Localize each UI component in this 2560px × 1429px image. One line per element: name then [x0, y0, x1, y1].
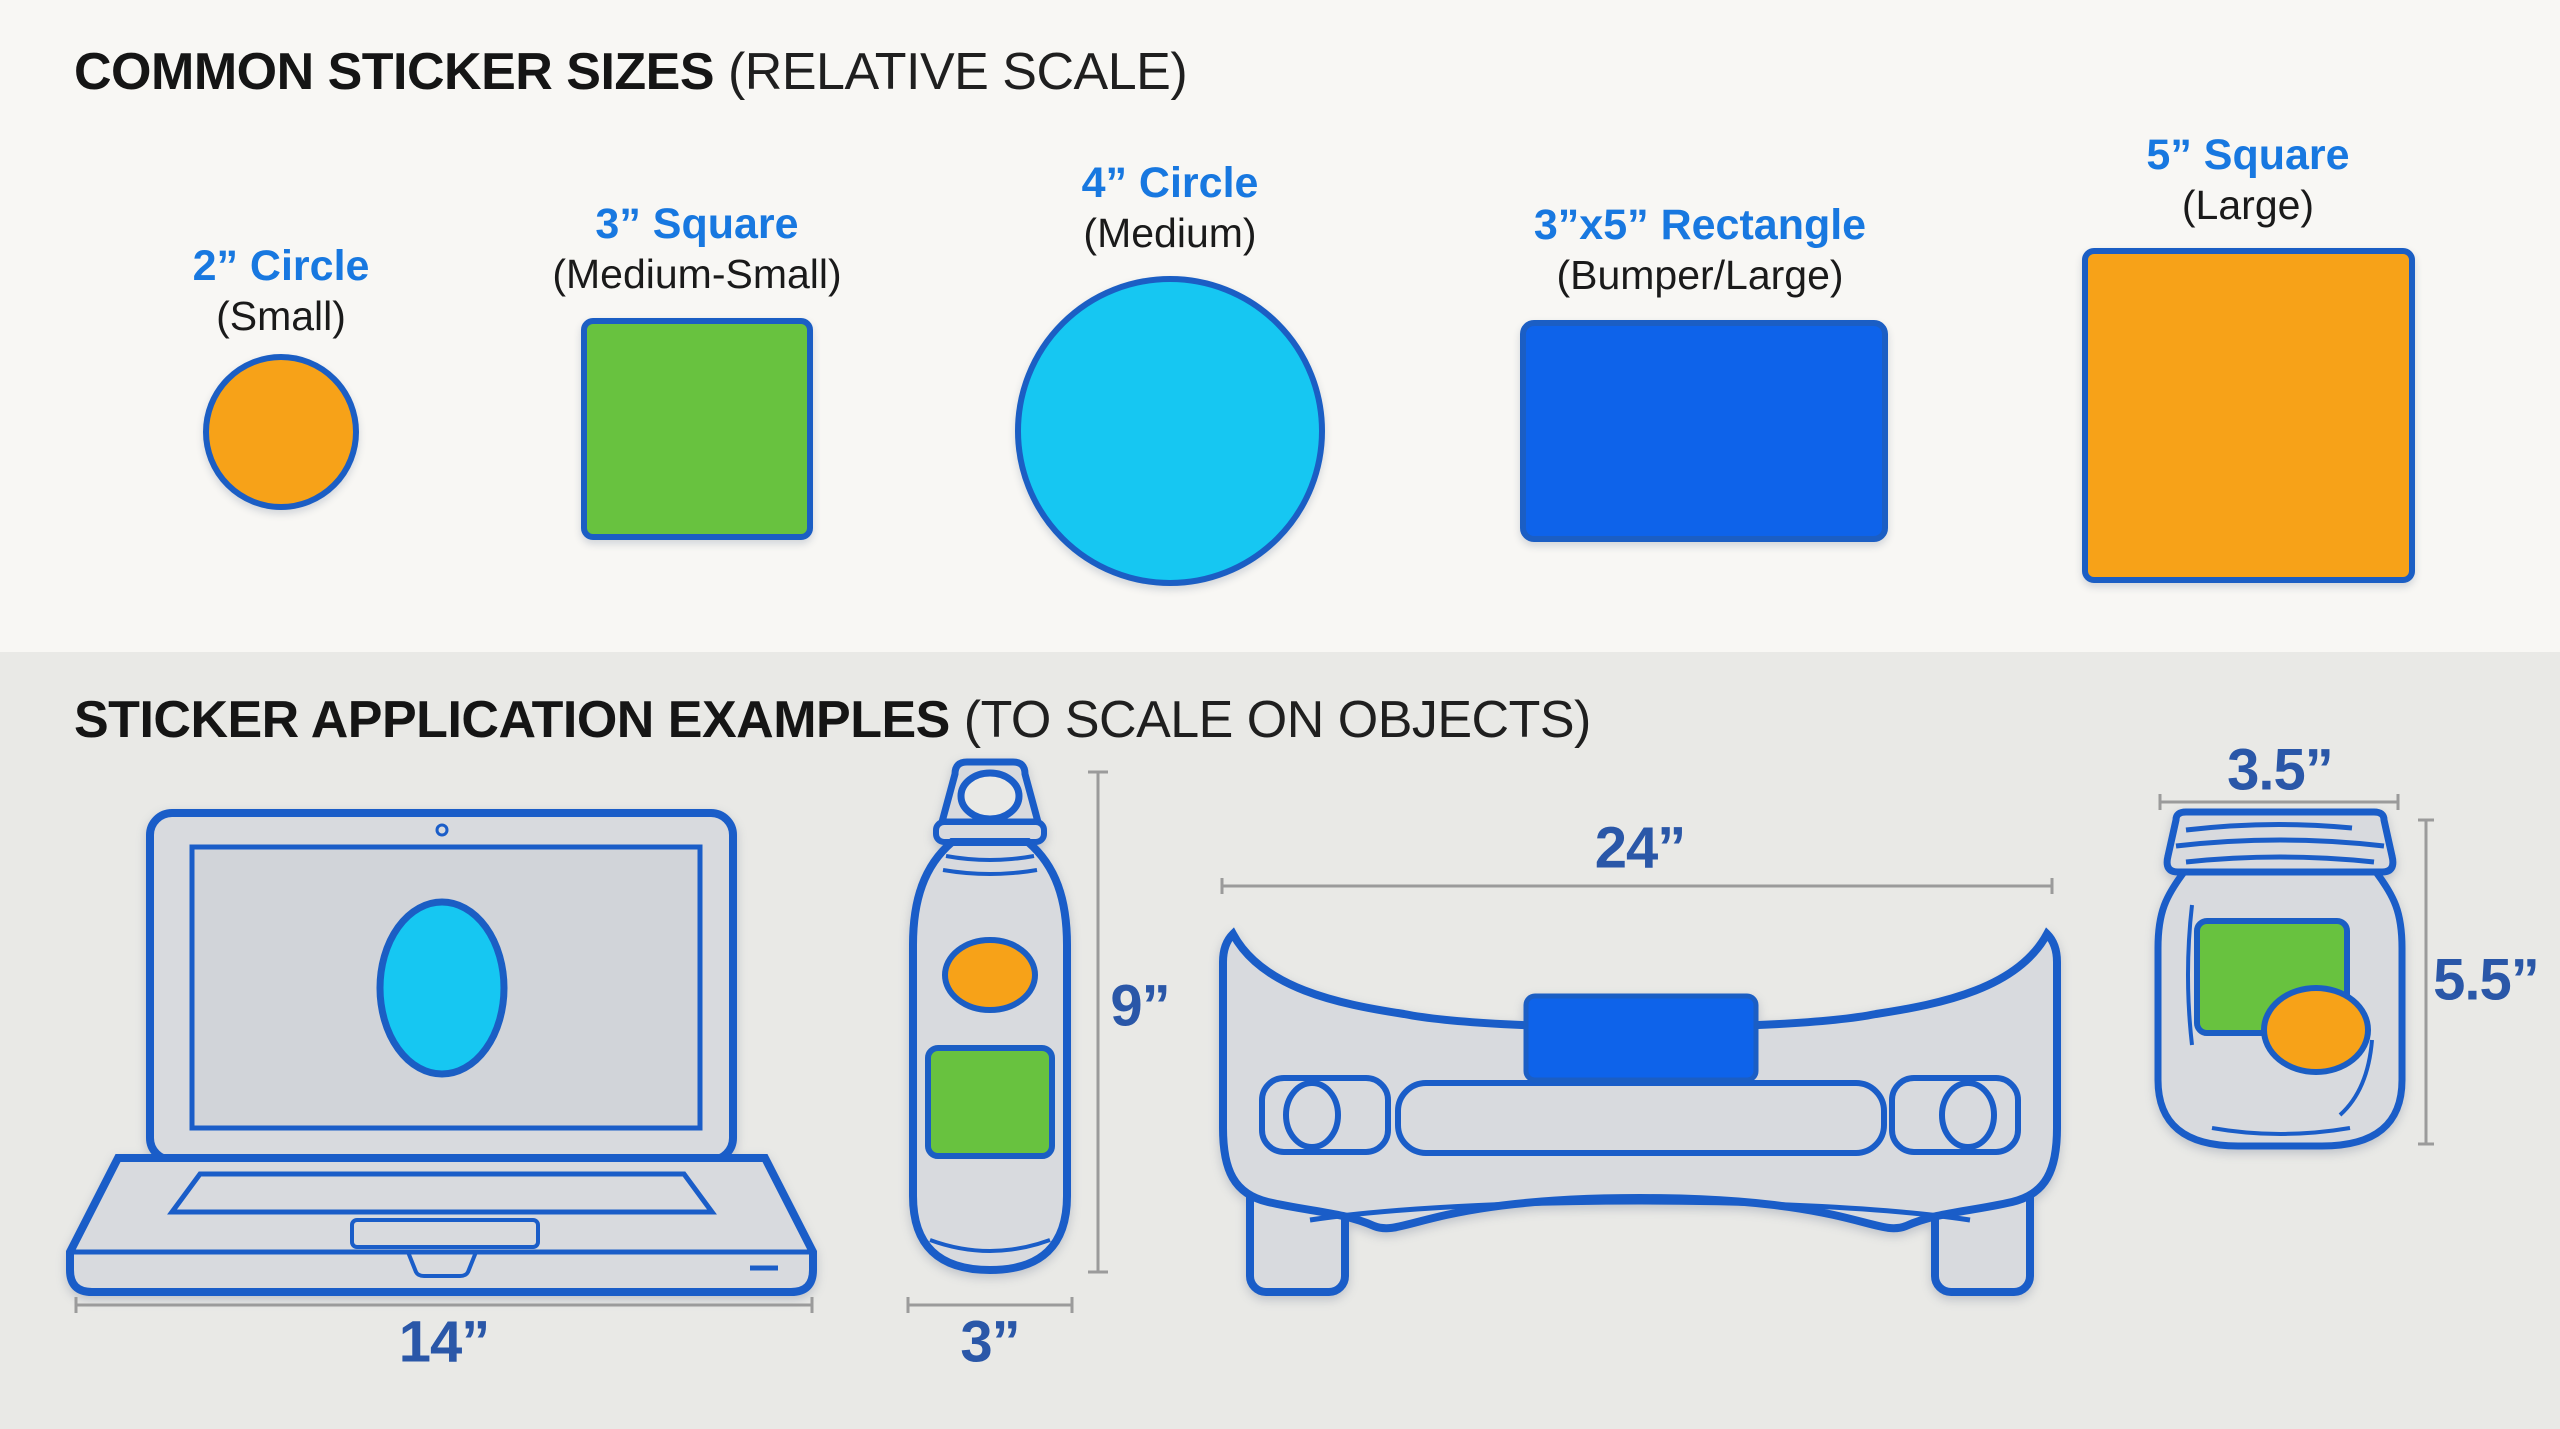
bottom-title-bold: STICKER APPLICATION EXAMPLES: [74, 691, 950, 749]
bottom-section-title: STICKER APPLICATION EXAMPLES (TO SCALE O…: [74, 690, 1591, 750]
bottle-orange-sticker: [942, 937, 1038, 1013]
laptop-touchpad: [350, 1218, 540, 1249]
mason-jar-illustration: [2154, 808, 2406, 1150]
laptop-keyboard: [167, 1171, 717, 1215]
label-3x5-rectangle: 3”x5” Rectangle (Bumper/Large): [1400, 200, 2000, 300]
bottle-width-label: 3”: [960, 1309, 1020, 1375]
jar-height-dimension-line: [2418, 818, 2434, 1146]
bumper-grille: [1395, 1080, 1887, 1156]
label-5in-square-category: (Large): [2181, 182, 2315, 228]
bottle-bottom-curve: [929, 1238, 1051, 1253]
bumper-left-foglight-housing: [1259, 1075, 1391, 1155]
bumper-lower-lip: [1309, 1199, 1971, 1223]
laptop-base: [66, 1154, 817, 1296]
top-section-title: COMMON STICKER SIZES (RELATIVE SCALE): [74, 42, 1188, 102]
water-bottle-illustration: [909, 758, 1071, 1275]
laptop-circle-sticker: [376, 898, 508, 1078]
laptop-width-label: 14”: [398, 1309, 491, 1375]
jar-lid-thread-1: [2185, 821, 2353, 833]
jar-lid-thread-2: [2175, 837, 2385, 849]
label-3x5-rectangle-category: (Bumper/Large): [1556, 252, 1844, 298]
sticker-2in-circle: [203, 354, 359, 510]
bottle-neck-ridge-2: [942, 868, 1038, 876]
bumper-right-foglight: [1939, 1080, 1997, 1150]
laptop-illustration: [66, 809, 817, 1296]
label-4in-circle: 4” Circle (Medium): [870, 158, 1470, 258]
car-bumper-illustration: [1219, 927, 2061, 1296]
laptop-screen: [189, 844, 703, 1131]
bumper-width-label: 24”: [1594, 815, 1687, 881]
bottle-neck-ridge-1: [945, 854, 1035, 862]
sticker-5in-square: [2082, 248, 2415, 583]
bottom-title-rest: (TO SCALE ON OBJECTS): [949, 691, 1592, 749]
sticker-3in-square: [581, 318, 813, 540]
label-3in-square-size: 3” Square: [595, 200, 799, 248]
bumper-width-dimension-line: [1220, 878, 2054, 894]
label-2in-circle-category: (Small): [216, 293, 346, 339]
bottle-height-dimension-line: [1088, 770, 1108, 1274]
bottle-height-label: 9”: [1110, 973, 1170, 1039]
laptop-notch: [405, 1250, 479, 1278]
top-title-rest: (RELATIVE SCALE): [714, 43, 1188, 101]
label-5in-square: 5” Square (Large): [1948, 130, 2548, 230]
bumper-right-foglight-housing: [1889, 1075, 2021, 1155]
label-3x5-rectangle-size: 3”x5” Rectangle: [1533, 201, 1867, 249]
laptop-webcam-icon: [435, 823, 449, 837]
label-3in-square-category: (Medium-Small): [552, 251, 842, 297]
label-2in-circle: 2” Circle (Small): [0, 241, 581, 341]
section-common-sticker-sizes: COMMON STICKER SIZES (RELATIVE SCALE) 2”…: [0, 0, 2560, 652]
jar-bottom-curve: [2211, 1126, 2351, 1136]
jar-width-label: 3.5”: [2227, 737, 2334, 803]
label-4in-circle-size: 4” Circle: [1081, 159, 1259, 207]
jar-lid-thread-3: [2185, 854, 2375, 865]
bumper-rectangle-sticker: [1523, 993, 1759, 1083]
bottle-width-dimension-line: [906, 1297, 1074, 1313]
bottle-green-sticker: [925, 1045, 1055, 1159]
label-4in-circle-category: (Medium): [1083, 210, 1257, 256]
label-2in-circle-size: 2” Circle: [192, 242, 370, 290]
jar-highlight-left: [2186, 904, 2194, 1046]
jar-highlight-right: [2338, 1039, 2374, 1117]
label-3in-square: 3” Square (Medium-Small): [397, 199, 997, 299]
top-title-bold: COMMON STICKER SIZES: [74, 43, 715, 101]
jar-width-dimension-line: [2158, 794, 2400, 810]
sticker-3x5-rectangle: [1520, 320, 1888, 542]
jar-height-label: 5.5”: [2433, 947, 2540, 1013]
sticker-4in-circle: [1015, 276, 1325, 586]
bumper-left-foglight: [1283, 1080, 1341, 1150]
laptop-width-dimension-line: [74, 1297, 814, 1313]
jar-orange-sticker: [2261, 985, 2371, 1075]
label-5in-square-size: 5” Square: [2146, 131, 2350, 179]
bottle-cap-ring: [957, 769, 1023, 823]
